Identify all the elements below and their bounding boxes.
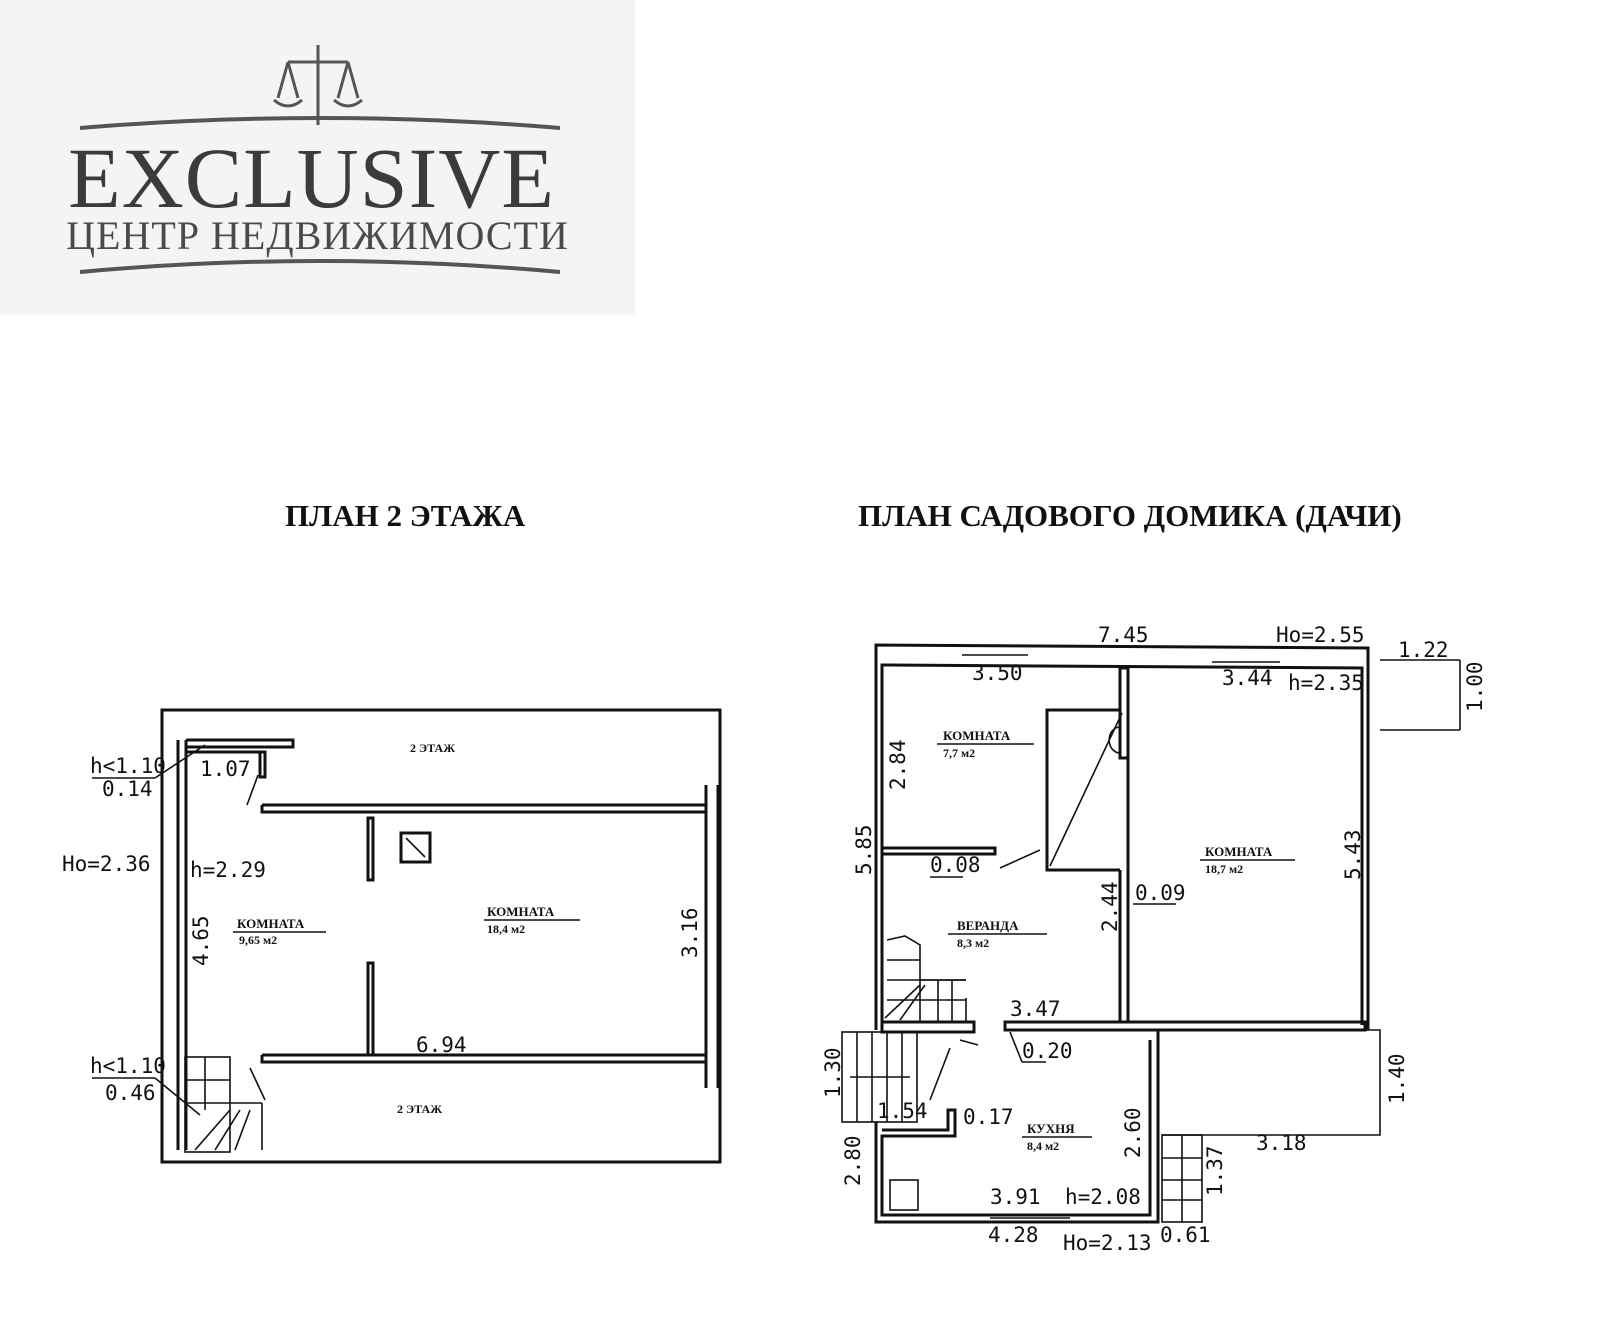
- floor2-plan-title: ПЛАН 2 ЭТАЖА: [285, 498, 526, 533]
- dimension-label: h=2.08: [1065, 1185, 1141, 1209]
- dimension-label: 3.44: [1222, 666, 1273, 690]
- dimension-label: 3.91: [990, 1185, 1041, 1209]
- dimension-label: Ho=2.13: [1063, 1231, 1152, 1255]
- logo-subtitle: ЦЕНТР НЕДВИЖИМОСТИ: [66, 213, 569, 258]
- dimension-label: h=2.35: [1288, 671, 1364, 695]
- room-name: ВЕРАНДА: [957, 918, 1019, 933]
- dacha-plan-walls: [841, 643, 1461, 1224]
- room-name: КОМНАТА: [1205, 844, 1273, 859]
- dimension-label: 3.50: [972, 661, 1023, 685]
- dimension-label: 1.22: [1398, 638, 1449, 662]
- dimension-label: 2.80: [841, 1135, 865, 1186]
- dimension-label: 2.84: [886, 739, 910, 790]
- upper-floor-label: 2 ЭТАЖ: [397, 1102, 442, 1116]
- dimension-label: 0.14: [102, 777, 153, 801]
- room-area: 8,4 м2: [1027, 1139, 1059, 1153]
- room-area: 9,65 м2: [239, 933, 277, 947]
- dimension-label: 7.45: [1098, 623, 1149, 647]
- dimension-label: 1.40: [1385, 1053, 1409, 1104]
- room-name: КОМНАТА: [487, 904, 555, 919]
- dimension-label: 0.46: [105, 1081, 156, 1105]
- dimension-label: h<1.10: [90, 754, 166, 778]
- dimension-label: 1.54: [877, 1099, 928, 1123]
- dimension-label: 3.16: [678, 907, 702, 958]
- dimension-label: 0.09: [1135, 881, 1186, 905]
- room-name: КУХНЯ: [1027, 1121, 1075, 1136]
- dimension-label: 0.61: [1160, 1223, 1211, 1247]
- dimension-label: 6.94: [416, 1033, 467, 1057]
- dimension-label: 0.17: [963, 1105, 1014, 1129]
- room-area: 7,7 м2: [943, 746, 975, 760]
- dimension-label: Ho=2.36: [62, 852, 151, 876]
- dimension-label: 1.00: [1463, 661, 1487, 712]
- dimension-label: h<1.10: [90, 1054, 166, 1078]
- floor2-plan-walls: [92, 708, 722, 1164]
- room-area: 18,7 м2: [1205, 862, 1243, 876]
- dimension-label: 1.07: [200, 757, 251, 781]
- dimension-label: 0.08: [930, 853, 981, 877]
- dimension-label: 4.65: [189, 915, 213, 966]
- logo-brand: EXCLUSIVE: [68, 130, 555, 226]
- dimension-label: 0.20: [1022, 1039, 1073, 1063]
- scales-of-justice-icon: [79, 45, 561, 274]
- dimension-label: 2.60: [1121, 1107, 1145, 1158]
- dimension-label: 5.43: [1341, 829, 1365, 880]
- logo: EXCLUSIVE ЦЕНТР НЕДВИЖИМОСТИ: [0, 0, 635, 315]
- room-area: 8,3 м2: [957, 936, 989, 950]
- dimension-label: 5.85: [852, 824, 876, 875]
- upper-floor-label: 2 ЭТАЖ: [410, 741, 455, 755]
- dimension-label: 3.18: [1256, 1131, 1307, 1155]
- dimension-label: 2.44: [1098, 881, 1122, 932]
- dimension-label: 1.30: [821, 1047, 845, 1098]
- dimension-label: 4.28: [988, 1223, 1039, 1247]
- dimension-label: 3.47: [1010, 997, 1061, 1021]
- room-name: КОМНАТА: [943, 728, 1011, 743]
- dacha-plan-title: ПЛАН САДОВОГО ДОМИКА (ДАЧИ): [858, 498, 1402, 533]
- room-area: 18,4 м2: [487, 922, 525, 936]
- dacha-plan-labels: КОМНАТА 7,7 м2 КОМНАТА 18,7 м2 ВЕРАНДА 8…: [821, 623, 1487, 1255]
- floor2-plan-labels: 2 ЭТАЖ 2 ЭТАЖ КОМНАТА 9,65 м2 КОМНАТА 18…: [62, 741, 702, 1116]
- dimension-label: h=2.29: [190, 858, 266, 882]
- dimension-label: 1.37: [1203, 1145, 1227, 1196]
- room-name: КОМНАТА: [237, 916, 305, 931]
- dimension-label: Ho=2.55: [1276, 623, 1365, 647]
